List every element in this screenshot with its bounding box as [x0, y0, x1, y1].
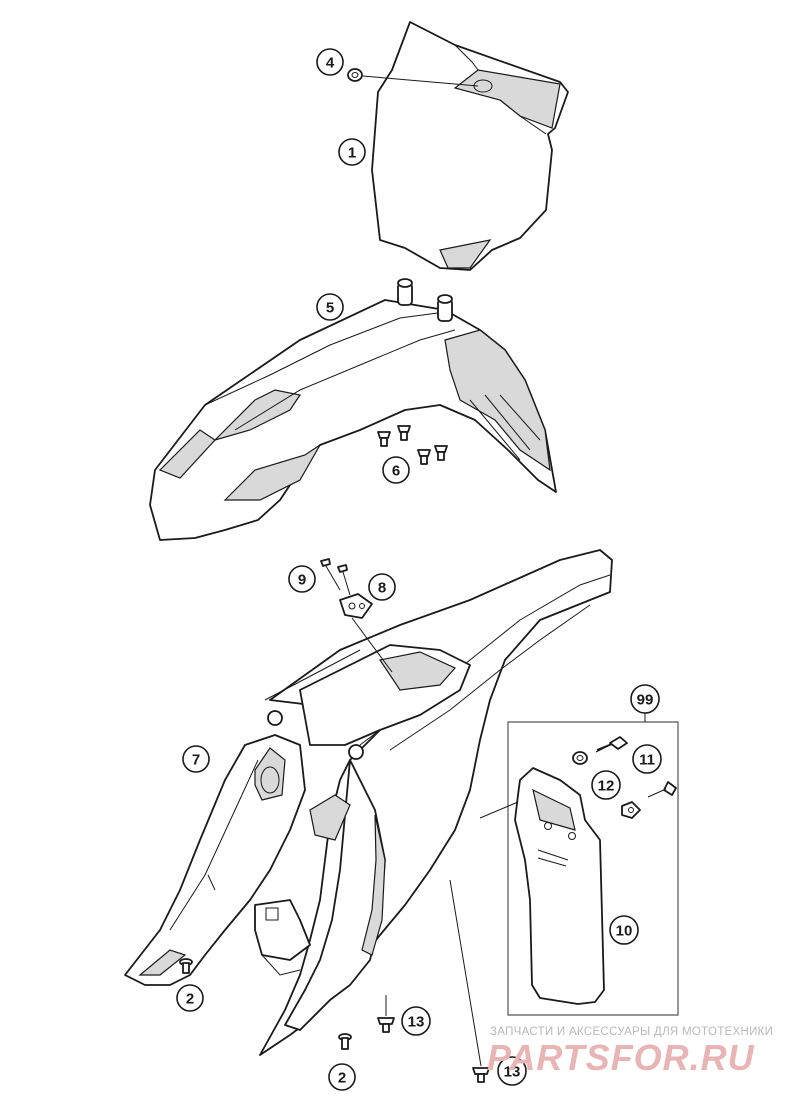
callout-11: 11: [632, 744, 662, 774]
mudflap-part: [514, 767, 605, 1005]
nut-part: [347, 68, 363, 82]
svg-text:5: 5: [326, 300, 334, 317]
callout-6: 6: [382, 456, 410, 484]
screw-13-upper: [377, 1017, 395, 1033]
svg-text:2: 2: [338, 1070, 346, 1087]
leader-line: [207, 874, 216, 891]
callout-4: 4: [316, 48, 344, 76]
svg-text:13: 13: [408, 1014, 425, 1031]
svg-text:9: 9: [298, 572, 306, 589]
nut-12-part: [621, 801, 641, 819]
callout-13-lower: 13: [497, 1056, 527, 1086]
screw-2-upper: [179, 958, 193, 974]
leader-line: [351, 617, 393, 673]
leader-line: [479, 801, 519, 819]
bracket-part: [339, 593, 373, 619]
callout-8: 8: [368, 573, 396, 601]
callout-9: 9: [288, 565, 316, 593]
callout-13-upper: 13: [401, 1006, 431, 1036]
svg-text:1: 1: [348, 145, 356, 162]
watermark-tagline: ЗАПЧАСТИ И АКСЕССУАРЫ ДЛЯ МОТОТЕХНИКИ: [490, 1026, 773, 1038]
svg-text:8: 8: [378, 580, 386, 597]
leader-line: [362, 75, 479, 87]
bolt-11-part: [595, 736, 677, 798]
svg-text:12: 12: [598, 778, 615, 795]
watermark-brand: PARTSFOR.RU: [487, 1037, 755, 1078]
callout-2-lower: 2: [328, 1063, 356, 1091]
callout-1: 1: [338, 138, 366, 166]
screw-13-lower: [472, 1067, 490, 1083]
callout-5: 5: [316, 293, 344, 321]
svg-text:7: 7: [192, 752, 200, 769]
callout-7: 7: [182, 745, 210, 773]
callout-2-upper: 2: [176, 984, 204, 1012]
callout-12: 12: [591, 770, 621, 800]
fender-screws-part: [377, 425, 448, 465]
svg-text:99: 99: [637, 692, 654, 709]
screw-2-lower: [338, 1033, 352, 1050]
svg-text:13: 13: [504, 1064, 521, 1081]
callout-10: 10: [609, 915, 639, 945]
number-plate-part: [371, 21, 569, 271]
callout-99: 99: [630, 684, 660, 714]
washer-12-part: [572, 751, 588, 765]
kit-box: [507, 721, 679, 1016]
screw-part: [320, 558, 351, 596]
svg-text:4: 4: [326, 55, 335, 72]
svg-text:10: 10: [616, 923, 633, 940]
leader-line: [449, 879, 482, 1067]
front-fender-part: [149, 278, 557, 541]
svg-text:6: 6: [392, 463, 400, 480]
svg-text:2: 2: [186, 991, 194, 1008]
svg-text:11: 11: [639, 752, 655, 769]
rear-fender-part: [124, 549, 613, 1056]
